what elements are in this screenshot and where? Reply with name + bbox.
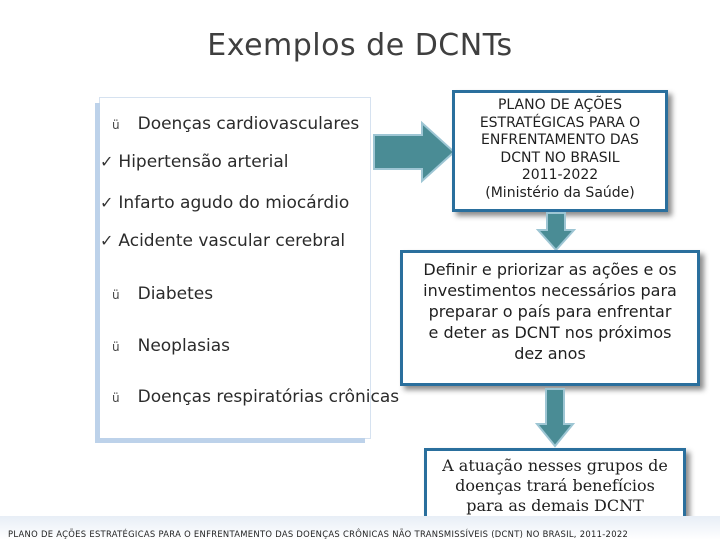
sub-item-label: Acidente vascular cerebral [118, 231, 346, 251]
down-arrow-icon [536, 212, 576, 252]
list-item-label: Doenças respiratórias crônicas [137, 387, 400, 407]
disease-list-panel [100, 98, 370, 438]
plan-box: PLANO DE AÇÕES ESTRATÉGICAS PARA O ENFRE… [452, 90, 668, 212]
impact-box: A atuação nesses grupos de doenças trará… [424, 448, 686, 520]
down-arrow-icon [535, 388, 575, 448]
checkmark-icon: ✓ [100, 193, 114, 212]
list-item-label: Neoplasias [137, 336, 230, 356]
goal-line: dez anos [514, 344, 586, 363]
impact-line: doenças trará benefícios [455, 476, 655, 495]
list-item-label: Diabetes [137, 284, 214, 304]
plan-line: (Ministério da Saúde) [485, 184, 635, 201]
impact-line: para as demais DCNT [466, 496, 644, 515]
plan-line: ESTRATÉGICAS PARA O [479, 114, 641, 131]
list-item-diabetes: ü Diabetes [112, 284, 213, 304]
goal-box: Definir e priorizar as ações e os invest… [400, 250, 700, 386]
goal-line: preparar o país para enfrentar [428, 302, 672, 321]
check-icon: ü [112, 391, 120, 405]
checkmark-icon: ✓ [100, 152, 114, 171]
sub-item-label: Hipertensão arterial [118, 152, 289, 172]
sub-item-infarction: ✓Infarto agudo do miocárdio [100, 193, 349, 213]
slide-title: Exemplos de DCNTs [207, 28, 513, 63]
goal-line: Definir e priorizar as ações e os [423, 260, 677, 279]
goal-line: investimentos necessários para [423, 281, 677, 300]
sub-item-stroke: ✓Acidente vascular cerebral [100, 231, 345, 251]
footer-band [0, 516, 720, 540]
plan-line: ENFRENTAMENTO DAS [481, 132, 639, 148]
footer-caption: PLANO DE AÇÕES ESTRATÉGICAS PARA O ENFRE… [8, 529, 629, 539]
plan-line: PLANO DE AÇÕES [497, 97, 623, 113]
list-item-label: Doenças cardiovasculares [137, 114, 360, 134]
check-icon: ü [112, 288, 120, 302]
plan-line: 2011-2022 [521, 167, 599, 183]
sub-item-hypertension: ✓Hipertensão arterial [100, 152, 289, 172]
plan-line: DCNT NO BRASIL [500, 149, 620, 166]
impact-line: A atuação nesses grupos de [442, 456, 668, 475]
sub-item-label: Infarto agudo do miocárdio [118, 193, 350, 213]
list-item-cardio: ü Doenças cardiovasculares [112, 114, 359, 134]
checkmark-icon: ✓ [100, 231, 114, 250]
right-arrow-icon [373, 120, 456, 184]
goal-line: e deter as DCNT nos próximos [428, 323, 672, 342]
check-icon: ü [112, 340, 120, 354]
check-icon: ü [112, 118, 120, 132]
list-item-respiratory: ü Doenças respiratórias crônicas [112, 387, 399, 407]
list-item-neoplasms: ü Neoplasias [112, 336, 230, 356]
